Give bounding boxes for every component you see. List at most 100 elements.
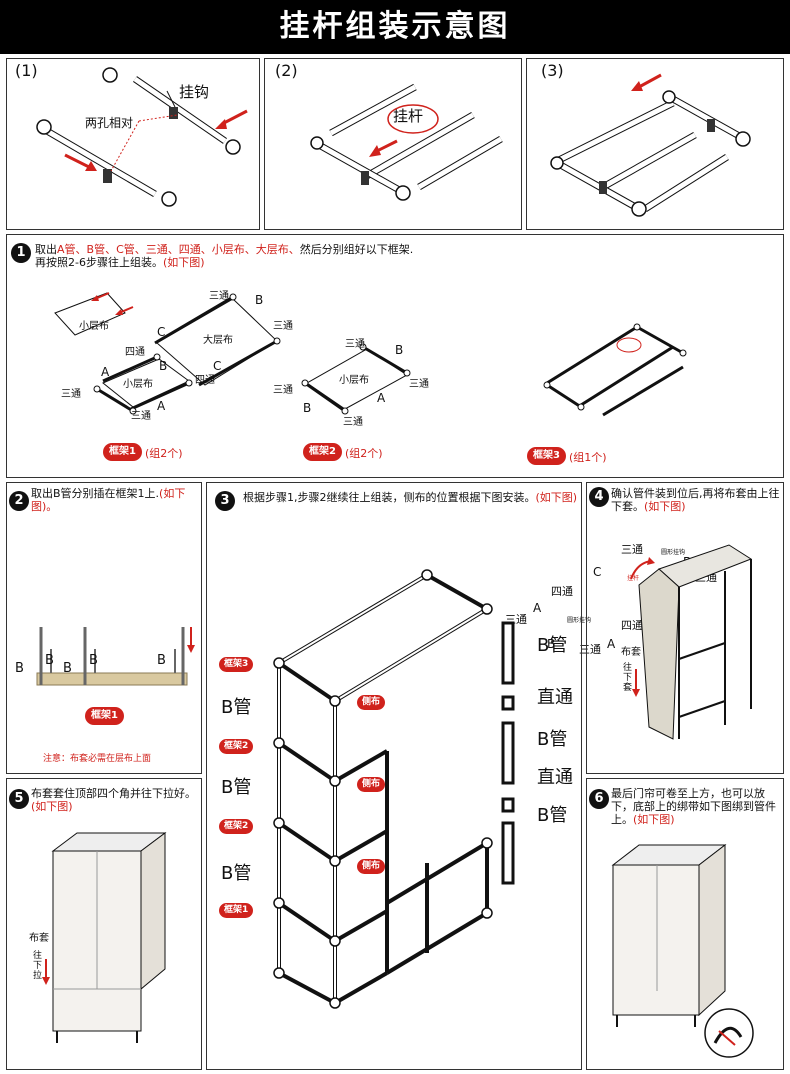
step-1-panel: 1 取出A管、B管、C管、三通、四通、小层布、大层布、然后分别组好以下框架. 再… xyxy=(6,234,784,656)
b-label: B xyxy=(159,359,168,373)
panel-1-diagram xyxy=(36,67,248,207)
frame-3-diagram xyxy=(543,323,687,417)
frame-2-pill: 框架2 xyxy=(219,739,254,754)
step-6-panel: 6 最后门帘可卷至上方，也可以放下，底部上的绑带如下图绑到管件上。(如下图) xyxy=(586,778,784,1070)
b-pipe-label: B管 xyxy=(221,697,252,718)
step-5-instructions: 布套套住顶部四个角并往下拉好。(如下图) xyxy=(31,787,196,813)
step-number: 1 xyxy=(11,243,31,263)
step-3-frame-diagram xyxy=(273,569,515,1009)
frame-1-pill: 框架1 xyxy=(103,443,142,461)
b-label: B xyxy=(303,401,312,415)
step-4-panel: 4 确认管件装到位后,再将布套由上往下套。(如下图) 布套 往下套 xyxy=(586,482,784,774)
step-6-diagram xyxy=(611,843,754,1058)
b-pipe-label: B管 xyxy=(537,805,568,826)
panel-2-diagram xyxy=(310,83,503,201)
note: 注意：布套必需在层布上面 xyxy=(43,754,152,764)
frame-1-diagram xyxy=(54,292,281,415)
b-label: B xyxy=(395,343,404,357)
san-tong-label: 三通 xyxy=(409,379,429,390)
frame-3-pill: 框架3 xyxy=(527,447,566,465)
b-label: B xyxy=(45,653,54,668)
b-label: B xyxy=(15,661,24,676)
straight-joint-label: 直通 xyxy=(537,767,573,788)
frame-3-count: (组1个) xyxy=(569,451,607,464)
step-2-diagram xyxy=(36,627,195,686)
san-tong-label: 三通 xyxy=(131,411,151,422)
small-layer-label: 小层布 xyxy=(79,321,109,332)
step-2-panel: 2 取出B管分别插在框架1上.(如下图)。 B B B B B 框架1 注意：布… xyxy=(6,482,202,774)
san-tong-label: 三通 xyxy=(621,543,643,556)
c-label: C xyxy=(213,359,222,373)
step-4-instructions: 确认管件装到位后,再将布套由上往下套。(如下图) xyxy=(611,487,780,513)
frame-2-pill: 框架2 xyxy=(303,443,342,461)
step-1-instructions: 取出A管、B管、C管、三通、四通、小层布、大层布、然后分别组好以下框架. 再按照… xyxy=(35,243,414,269)
frame-2-diagram xyxy=(301,343,411,415)
step-number: 4 xyxy=(589,487,609,507)
panel-number: (2) xyxy=(275,61,298,80)
san-tong-label: 三通 xyxy=(579,643,601,656)
cover-label: 布套 xyxy=(621,647,641,658)
pull-down-label: 往下拉 xyxy=(33,951,43,981)
b-pipe-label: B管 xyxy=(221,777,252,798)
side-cloth-pill: 侧布 xyxy=(357,859,386,874)
hook-label: 挂钩 xyxy=(179,83,210,101)
panel-3: (3) xyxy=(526,58,784,230)
round-hook-label: 圆形挂钩 xyxy=(567,617,592,624)
b-label: B xyxy=(255,293,264,307)
panel-2: (2) 挂杆 xyxy=(264,58,522,230)
step-number: 2 xyxy=(9,491,29,511)
align-label: 两孔相对 xyxy=(85,116,134,130)
a-label: A xyxy=(101,365,110,379)
slide-down-label: 往下套 xyxy=(623,663,633,693)
a-label: A xyxy=(607,637,616,651)
c-label: C xyxy=(593,565,602,579)
down-arrow-icon xyxy=(632,669,640,697)
small-layer-label: 小层布 xyxy=(339,375,369,386)
frame-1-pill: 框架1 xyxy=(85,707,124,725)
page-title: 挂杆组装示意图 xyxy=(0,0,790,54)
panel-1: (1) 挂钩 两孔相对 xyxy=(6,58,260,230)
step-5-diagram xyxy=(51,832,167,1043)
step-2-instructions: 取出B管分别插在框架1上.(如下图)。 xyxy=(31,487,186,513)
side-cloth-pill: 侧布 xyxy=(357,777,386,792)
a-label: A xyxy=(157,399,166,413)
cover-label: 布套 xyxy=(29,933,49,944)
step-3-instructions: 根据步骤1,步骤2继续往上组装，侧布的位置根据下图安装。(如下图) xyxy=(243,491,578,504)
b-label: B xyxy=(89,653,98,668)
step-3-panel: 3 根据步骤1,步骤2继续往上组装，侧布的位置根据下图安装。(如下图) xyxy=(206,482,582,1070)
small-layer-label: 小层布 xyxy=(123,379,153,390)
b-label: B xyxy=(547,637,556,651)
si-tong-label: 四通 xyxy=(551,585,573,598)
a-label: A xyxy=(533,601,542,615)
side-cloth-pill: 侧布 xyxy=(357,695,386,710)
rod-label: 挂杆 xyxy=(627,575,640,582)
san-tong-label: 三通 xyxy=(209,291,229,302)
frame-1-count: (组2个) xyxy=(145,447,183,460)
b-label: B xyxy=(157,653,166,668)
san-tong-label: 三通 xyxy=(273,321,293,332)
b-pipe-label: B管 xyxy=(221,863,252,884)
san-tong-label: 三通 xyxy=(343,417,363,428)
san-tong-label: 三通 xyxy=(273,385,293,396)
frame-2-count: (组2个) xyxy=(345,447,383,460)
b-label: B xyxy=(63,661,72,676)
san-tong-label: 三通 xyxy=(345,339,365,350)
big-layer-label: 大层布 xyxy=(203,335,233,346)
step-5-panel: 5 布套套住顶部四个角并往下拉好。(如下图) 布套 往下拉 xyxy=(6,778,202,1070)
step-6-instructions: 最后门帘可卷至上方，也可以放下，底部上的绑带如下图绑到管件上。(如下图) xyxy=(611,787,776,826)
down-arrow-icon xyxy=(42,959,50,985)
si-tong-label: 四通 xyxy=(125,347,145,358)
step-number: 6 xyxy=(589,789,609,809)
rod-label: 挂杆 xyxy=(393,107,424,125)
si-tong-label: 四通 xyxy=(195,375,215,386)
panel-number: (1) xyxy=(15,61,38,80)
frame-3-pill: 框架3 xyxy=(219,657,254,672)
step-4-diagram xyxy=(630,544,753,740)
panel-number: (3) xyxy=(541,61,564,80)
si-tong-label: 四通 xyxy=(621,619,643,632)
frame-1-pill: 框架1 xyxy=(219,903,254,918)
step-number: 3 xyxy=(215,491,235,511)
san-tong-label: 三通 xyxy=(61,389,81,400)
b-pipe-label: B管 xyxy=(537,635,568,656)
straight-joint-label: 直通 xyxy=(537,687,573,708)
